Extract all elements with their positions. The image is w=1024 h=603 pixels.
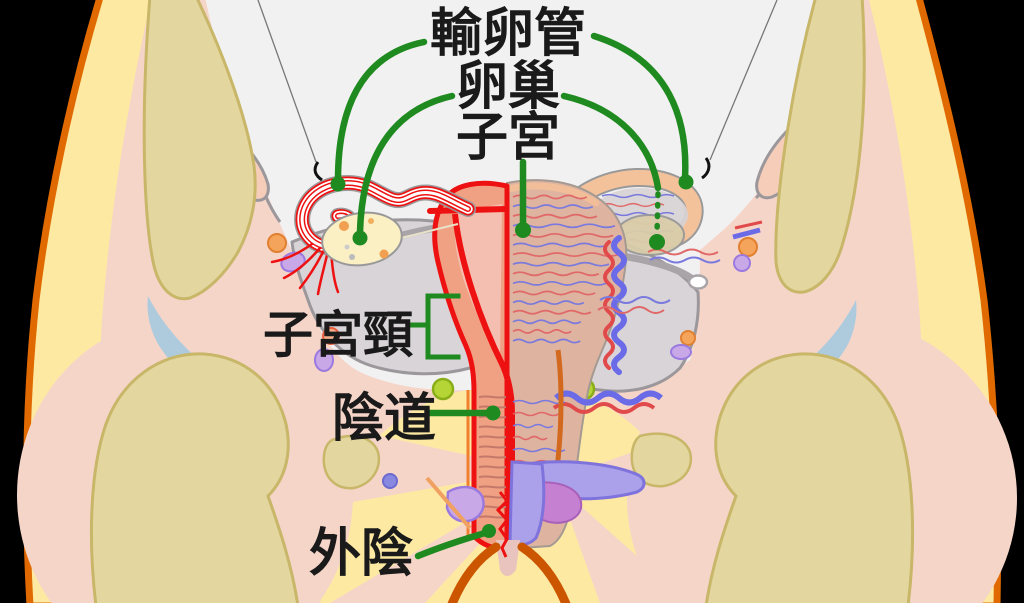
ovary-leader-dashed [654,191,661,237]
fallopian-tube-leader-right [590,32,689,182]
ligament-end-dot [687,274,709,290]
bulb-left [445,485,485,523]
vulva-region [425,476,571,603]
left-femur-bone [89,352,300,603]
hip-bones [142,0,866,301]
suspensory-ligaments [257,0,778,182]
ovary-leader-left [356,92,456,236]
left-pubic-bone [322,434,381,490]
fimbriae [270,242,340,296]
fallopian-tube-leader-left [334,38,428,184]
ovarian-ligament [399,223,459,239]
right-pubic-bone [630,432,693,488]
right-ilium-bone [774,0,866,294]
label-fallopian-tube: 輸卵管 [430,5,586,63]
label-vulva: 外陰 [309,525,413,583]
vestibular-bulbs [382,460,646,547]
femur-bones [89,352,915,603]
label-uterus: 子宮 [456,109,560,167]
uterine-cavity [454,204,502,358]
bulb-right-vertical [508,460,546,547]
labels: 輸卵管 卵巢 子宮 子宮頸 陰道 外陰 [263,5,586,583]
ovary-leader-right [560,92,662,192]
lymph-node-left [431,377,455,401]
label-cervix: 子宮頸 [263,307,413,363]
label-vagina: 陰道 [332,390,436,448]
right-femur-bone [704,352,915,603]
uterus-right-half [505,179,721,551]
vessel-dot [382,473,398,489]
cervix-bracket [407,293,461,360]
vulva-leader [414,529,489,560]
label-ovary: 卵巢 [456,58,560,116]
leader-lines [330,32,694,560]
left-ilium-bone [142,0,257,301]
